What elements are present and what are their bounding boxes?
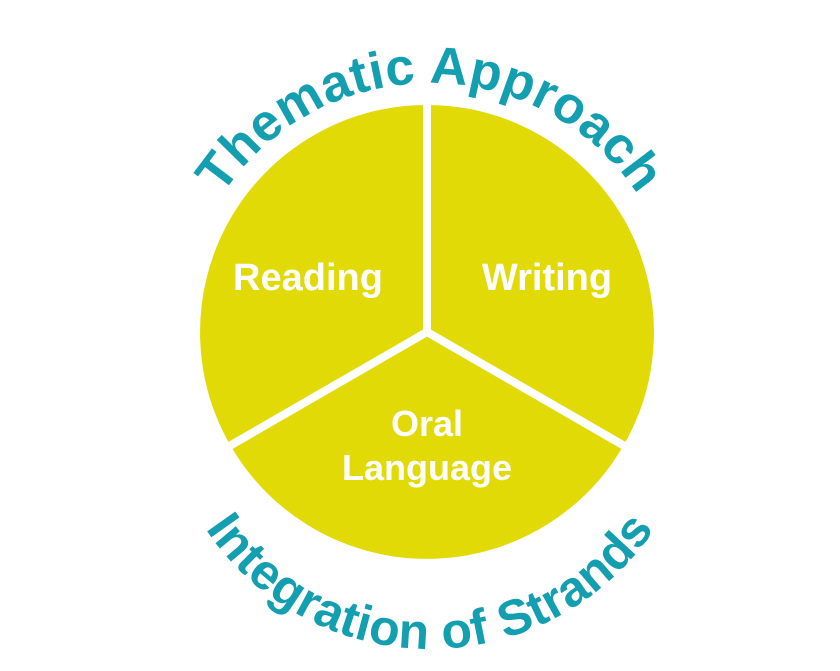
oral-label-line2: Language <box>342 447 512 488</box>
segment-oral-language <box>223 328 631 567</box>
oral-label-line1: Oral <box>391 403 463 444</box>
reading-label: Reading <box>233 257 383 299</box>
outer-ring <box>193 98 661 566</box>
segment-labels: Reading Writing Oral Language <box>233 257 612 488</box>
writing-label: Writing <box>482 257 612 299</box>
pie-segments <box>192 97 662 567</box>
